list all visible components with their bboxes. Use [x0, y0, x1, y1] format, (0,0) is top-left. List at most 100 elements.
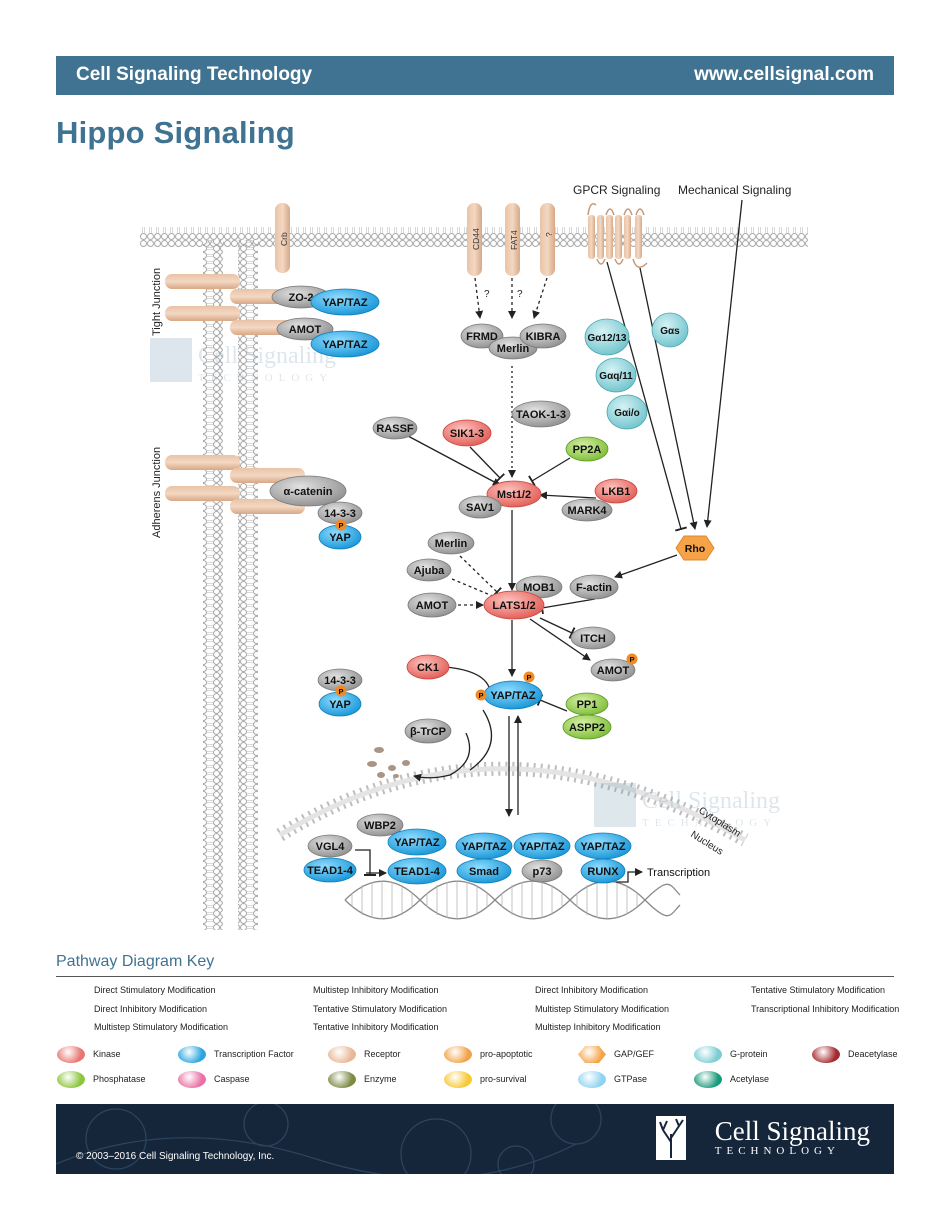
legend-item-caspase: Caspase	[178, 1071, 250, 1088]
node-gaq11[interactable]: Gαq/11	[595, 357, 637, 393]
key-tentative-stimulatory-2: Tentative Stimulatory Modification	[313, 1004, 448, 1014]
degradation-fragments	[367, 747, 410, 778]
node-amot-tj[interactable]: AMOT	[276, 317, 334, 341]
node-label-btrcp: β-TrCP	[410, 726, 446, 738]
node-label-pp1: PP1	[577, 699, 598, 711]
tight-junction-label: Tight Junction	[151, 268, 163, 336]
node-ajuba[interactable]: Ajuba	[406, 558, 452, 582]
node-alpha-catenin[interactable]: α-catenin	[269, 475, 347, 507]
node-merlin-mid[interactable]: Merlin	[427, 531, 475, 555]
node-label-ga1213: Gα12/13	[588, 333, 627, 344]
node-mark4[interactable]: MARK4	[561, 498, 613, 522]
legend-swatch	[812, 1046, 840, 1063]
node-yaptaz-n3[interactable]: YAP/TAZ	[513, 832, 571, 860]
node-yaptaz-tj1[interactable]: YAP/TAZ	[310, 288, 380, 316]
node-label-yaptaz-n1: YAP/TAZ	[394, 837, 440, 849]
legend-label: Deacetylase	[848, 1048, 898, 1059]
node-yaptaz-cy[interactable]: YAP/TAZ	[483, 680, 543, 710]
node-lats[interactable]: LATS1/2	[483, 590, 545, 620]
node-label-alpha-catenin: α-catenin	[284, 486, 333, 498]
nucleus-label: Nucleus	[688, 829, 724, 857]
svg-text:Rho: Rho	[685, 543, 705, 555]
node-lkb1[interactable]: LKB1	[594, 478, 638, 504]
legend-item-gtpase: GTPase	[578, 1071, 647, 1088]
legend-swatch	[57, 1071, 85, 1088]
node-label-amot-p: AMOT	[597, 665, 630, 677]
node-yaptaz-n4[interactable]: YAP/TAZ	[574, 832, 632, 860]
node-sav1[interactable]: SAV1	[458, 495, 502, 519]
adherens-junction-strands	[165, 455, 305, 514]
svg-text:P: P	[629, 655, 634, 664]
footer-logo-sub: TECHNOLOGY	[714, 1145, 840, 1157]
legend-swatch	[694, 1046, 722, 1063]
node-gas[interactable]: Gαs	[651, 312, 689, 348]
node-label-runx: RUNX	[587, 866, 619, 878]
legend-label: Kinase	[93, 1048, 121, 1059]
node-runx[interactable]: RUNX	[580, 858, 626, 884]
node-ga1213[interactable]: Gα12/13	[584, 318, 630, 356]
key-direct-inhibitory-2: Direct Inhibitory Modification	[94, 1004, 208, 1014]
node-pp2a[interactable]: PP2A	[565, 436, 609, 462]
node-p1433-aj[interactable]: 14-3-3	[317, 501, 363, 525]
node-kibra[interactable]: KIBRA	[519, 323, 567, 349]
node-pp1[interactable]: PP1	[565, 692, 609, 716]
gpcr-receptors	[587, 203, 648, 268]
svg-text:P: P	[526, 673, 531, 682]
node-yap-aj[interactable]: YAP	[318, 524, 362, 550]
tree-logo-icon	[656, 1116, 686, 1160]
node-label-kibra: KIBRA	[526, 331, 561, 343]
key-direct-stimulatory: Direct Stimulatory Modification	[94, 985, 216, 995]
phospho-badge: P	[335, 685, 347, 697]
node-gaio[interactable]: Gαi/o	[606, 394, 648, 430]
node-rassf[interactable]: RASSF	[372, 416, 418, 440]
node-ck1[interactable]: CK1	[406, 654, 450, 680]
legend-swatch	[178, 1071, 206, 1088]
node-sik[interactable]: SIK1-3	[442, 419, 492, 447]
footer-banner: © 2003–2016 Cell Signaling Technology, I…	[56, 1104, 894, 1174]
svg-text:Cell Signaling: Cell Signaling	[642, 788, 780, 814]
adherens-junction-label: Adherens Junction	[151, 447, 163, 538]
footer-logo: Cell Signaling TECHNOLOGY	[715, 1116, 870, 1157]
node-yaptaz-n2[interactable]: YAP/TAZ	[455, 832, 513, 860]
legend-label: Receptor	[364, 1048, 401, 1059]
node-taok[interactable]: TAOK-1-3	[511, 400, 571, 428]
node-aspp2[interactable]: ASPP2	[562, 714, 612, 740]
phospho-badge: P	[626, 653, 638, 665]
node-factin[interactable]: F-actin	[569, 574, 619, 600]
node-p73[interactable]: p73	[521, 859, 563, 883]
legend-label: Transcription Factor	[214, 1048, 294, 1059]
legend-swatch	[444, 1046, 472, 1063]
node-label-taok: TAOK-1-3	[516, 409, 566, 421]
lateral-membrane-right	[238, 240, 258, 930]
node-label-yap-aj: YAP	[329, 532, 351, 544]
node-wbp2[interactable]: WBP2	[356, 813, 404, 837]
node-yap-cy[interactable]: YAP	[318, 691, 362, 717]
node-label-lats: LATS1/2	[492, 600, 535, 612]
node-amot-mid[interactable]: AMOT	[407, 592, 457, 618]
footer-copyright: © 2003–2016 Cell Signaling Technology, I…	[76, 1151, 275, 1162]
node-label-yaptaz-n2: YAP/TAZ	[461, 841, 507, 853]
phospho-badge: P	[335, 519, 347, 531]
node-amot-p[interactable]: AMOT	[590, 658, 636, 682]
node-vgl4[interactable]: VGL4	[307, 834, 353, 858]
node-tead-right[interactable]: TEAD1-4	[387, 857, 447, 885]
website-link[interactable]: www.cellsignal.com	[694, 64, 874, 85]
node-tead-left[interactable]: TEAD1-4	[303, 857, 357, 883]
node-itch[interactable]: ITCH	[570, 626, 616, 650]
dna-helix	[344, 880, 681, 920]
node-label-tead-right: TEAD1-4	[394, 866, 441, 878]
node-btrcp[interactable]: β-TrCP	[404, 718, 452, 744]
node-label-p1433-aj: 14-3-3	[324, 508, 356, 520]
node-yaptaz-tj2[interactable]: YAP/TAZ	[310, 330, 380, 358]
node-zo2[interactable]: ZO-2	[271, 285, 331, 309]
node-label-yaptaz-n4: YAP/TAZ	[580, 841, 626, 853]
legend-label: Acetylase	[730, 1073, 770, 1084]
node-yaptaz-n1[interactable]: YAP/TAZ	[387, 828, 447, 856]
node-mst[interactable]: Mst1/2	[486, 480, 542, 508]
node-label-ajuba: Ajuba	[414, 565, 445, 577]
rho-node[interactable]: Rho	[675, 535, 715, 561]
pathway-edges	[355, 199, 743, 883]
node-smad[interactable]: Smad	[456, 858, 512, 884]
key-multistep-inhibitory: Multistep Inhibitory Modification	[313, 985, 439, 995]
legend-swatch	[578, 1046, 606, 1063]
